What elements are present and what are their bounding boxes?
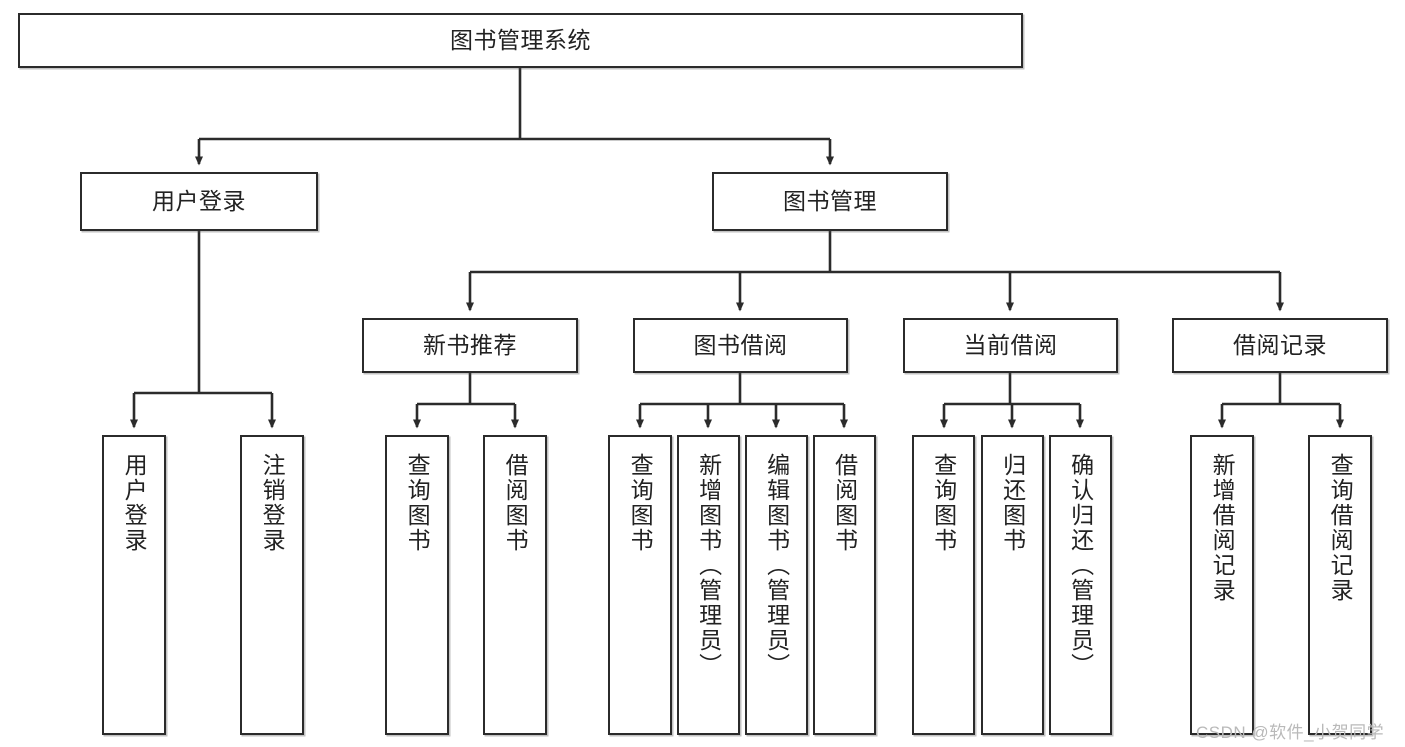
leaf-borrow-book-recommend-label: 借阅图书 (502, 453, 529, 553)
leaf-query-borrow-record-label: 查询借阅记录 (1327, 453, 1354, 603)
leaf-query-book-borrow[interactable]: 查询图书 (608, 435, 672, 735)
leaf-confirm-return-admin[interactable]: 确认归还（管理员） (1049, 435, 1112, 735)
node-root-label: 图书管理系统 (450, 26, 591, 53)
leaf-query-book-current[interactable]: 查询图书 (912, 435, 975, 735)
leaf-add-book-admin[interactable]: 新增图书（管理员） (677, 435, 740, 735)
leaf-query-book-borrow-label: 查询图书 (627, 453, 654, 553)
node-new-book-recommend-label: 新书推荐 (423, 331, 517, 358)
leaf-borrow-book-recommend[interactable]: 借阅图书 (483, 435, 547, 735)
node-current-borrow-label: 当前借阅 (963, 331, 1058, 358)
leaf-user-login-label: 用户登录 (121, 453, 148, 553)
leaf-edit-book-admin-label: 编辑图书（管理员） (763, 453, 790, 678)
node-root[interactable]: 图书管理系统 (18, 13, 1023, 68)
leaf-return-book-label: 归还图书 (999, 453, 1026, 553)
leaf-logout[interactable]: 注销登录 (240, 435, 304, 735)
leaf-add-borrow-record-label: 新增借阅记录 (1209, 453, 1236, 603)
node-book-borrow-label: 图书借阅 (693, 331, 788, 358)
node-book-borrow[interactable]: 图书借阅 (633, 318, 848, 373)
leaf-borrow-book-label: 借阅图书 (831, 453, 858, 553)
node-borrow-record-label: 借阅记录 (1233, 331, 1327, 358)
leaf-query-book-recommend-label: 查询图书 (404, 453, 431, 553)
leaf-add-book-admin-label: 新增图书（管理员） (695, 453, 722, 678)
node-current-borrow[interactable]: 当前借阅 (903, 318, 1118, 373)
csdn-watermark: CSDN @软件_小贺同学 (1196, 723, 1385, 742)
leaf-logout-label: 注销登录 (259, 453, 286, 553)
leaf-borrow-book[interactable]: 借阅图书 (813, 435, 876, 735)
leaf-confirm-return-admin-label: 确认归还（管理员） (1067, 453, 1094, 678)
leaf-edit-book-admin[interactable]: 编辑图书（管理员） (745, 435, 808, 735)
node-book-management[interactable]: 图书管理 (712, 172, 948, 231)
leaf-add-borrow-record[interactable]: 新增借阅记录 (1190, 435, 1254, 735)
leaf-query-borrow-record[interactable]: 查询借阅记录 (1308, 435, 1372, 735)
leaf-query-book-recommend[interactable]: 查询图书 (385, 435, 449, 735)
leaf-user-login[interactable]: 用户登录 (102, 435, 166, 735)
leaf-query-book-current-label: 查询图书 (930, 453, 957, 553)
node-new-book-recommend[interactable]: 新书推荐 (362, 318, 578, 373)
node-user-login[interactable]: 用户登录 (80, 172, 318, 231)
node-borrow-record[interactable]: 借阅记录 (1172, 318, 1388, 373)
node-user-login-label: 用户登录 (152, 187, 246, 214)
leaf-return-book[interactable]: 归还图书 (981, 435, 1044, 735)
node-book-management-label: 图书管理 (783, 187, 877, 214)
